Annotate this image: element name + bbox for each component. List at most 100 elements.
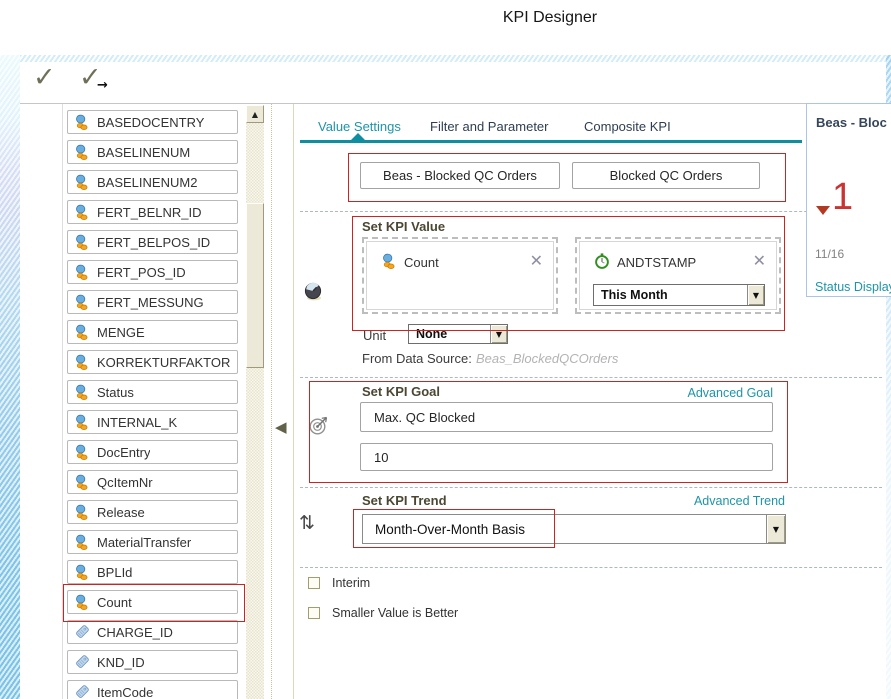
field-item-baselinenum[interactable]: BASELINENUM: [67, 140, 238, 164]
field-item-label: FERT_MESSUNG: [97, 294, 204, 310]
checkbox-interim[interactable]: [308, 577, 320, 589]
tag-icon: [74, 624, 90, 640]
field-item-label: INTERNAL_K: [97, 414, 178, 430]
option-row-interim: Interim: [308, 576, 370, 590]
field-item-materialtransfer[interactable]: MaterialTransfer: [67, 530, 238, 554]
measure-icon: [381, 253, 397, 272]
trend-basis-value: Month-Over-Month Basis: [375, 521, 526, 537]
measure-icon: [74, 204, 90, 220]
time-drop-zone-inner: ANDTSTAMP ✕ This Month ▼: [579, 241, 777, 310]
dropdown-arrow-icon[interactable]: ▼: [490, 325, 507, 343]
tag-icon: [74, 684, 90, 699]
measure-icon: [74, 594, 90, 610]
time-range-select[interactable]: This Month ▼: [593, 284, 765, 306]
field-item-label: BASELINENUM2: [97, 174, 198, 190]
collapse-left-icon[interactable]: ◀: [275, 418, 287, 436]
separator-dashed: [300, 487, 882, 488]
measure-icon: [74, 114, 90, 130]
tab-value-settings[interactable]: Value Settings: [318, 119, 401, 134]
goal-section-title: Set KPI Goal: [362, 384, 441, 399]
field-item-docentry[interactable]: DocEntry: [67, 440, 238, 464]
unit-label: Unit: [363, 328, 387, 343]
measure-icon: [74, 414, 90, 430]
measure-icon: [74, 444, 90, 460]
field-item-knd_id[interactable]: KND_ID: [67, 650, 238, 674]
splitter-dotted-line: [271, 104, 272, 699]
measure-drop-zone[interactable]: Count ✕: [362, 237, 558, 314]
scroll-up-icon[interactable]: ▲: [246, 105, 264, 123]
measure-icon: [74, 144, 90, 160]
field-item-bplid[interactable]: BPLId: [67, 560, 238, 584]
field-item-label: MaterialTransfer: [97, 534, 192, 550]
field-item-fert_belnr_id[interactable]: FERT_BELNR_ID: [67, 200, 238, 224]
scrollbar-thumb[interactable]: [246, 203, 264, 368]
field-item-charge_id[interactable]: CHARGE_ID: [67, 620, 238, 644]
trend-basis-select[interactable]: Month-Over-Month Basis ▼: [362, 514, 786, 544]
preview-value: 1: [832, 176, 854, 218]
field-item-basedocentry[interactable]: BASEDOCENTRY: [67, 110, 238, 134]
field-item-label: BASELINENUM: [97, 144, 191, 160]
trend-section-title: Set KPI Trend: [362, 493, 447, 508]
datasource-label: From Data Source:: [362, 351, 472, 366]
goal-value-input[interactable]: 10: [360, 443, 773, 471]
advanced-trend-link[interactable]: Advanced Trend: [693, 494, 785, 508]
measure-icon: [74, 264, 90, 280]
field-item-internal_k[interactable]: INTERNAL_K: [67, 410, 238, 434]
window-frame-left: [0, 55, 20, 699]
measure-icon: [74, 324, 90, 340]
kpi-short-name-input[interactable]: Blocked QC Orders: [572, 162, 760, 189]
tag-icon: [74, 654, 90, 670]
trend-down-icon: [816, 206, 830, 215]
trend-icon: ⇅: [299, 512, 315, 534]
tab-filter-and-parameter[interactable]: Filter and Parameter: [430, 119, 549, 134]
confirm-icon[interactable]: ✓: [33, 62, 56, 93]
advanced-goal-link[interactable]: Advanced Goal: [687, 386, 773, 400]
goal-name-input[interactable]: Max. QC Blocked: [360, 402, 773, 432]
field-item-status[interactable]: Status: [67, 380, 238, 404]
field-item-itemcode[interactable]: ItemCode: [67, 680, 238, 699]
field-item-fert_belpos_id[interactable]: FERT_BELPOS_ID: [67, 230, 238, 254]
datasource-value: Beas_BlockedQCOrders: [476, 351, 619, 366]
field-item-korrekturfaktor[interactable]: KORREKTURFAKTOR: [67, 350, 238, 374]
time-drop-zone[interactable]: ANDTSTAMP ✕ This Month ▼: [575, 237, 781, 314]
option-row-smaller-value-is-better: Smaller Value is Better: [308, 606, 458, 620]
time-field-name: ANDTSTAMP: [617, 255, 697, 270]
field-item-count[interactable]: Count: [67, 590, 238, 614]
window-frame-top: [0, 55, 891, 62]
field-item-qcitemnr[interactable]: QcItemNr: [67, 470, 238, 494]
remove-time-field-icon[interactable]: ✕: [752, 251, 766, 270]
field-item-fert_messung[interactable]: FERT_MESSUNG: [67, 290, 238, 314]
measure-name: Count: [404, 255, 439, 270]
field-item-baselinenum2[interactable]: BASELINENUM2: [67, 170, 238, 194]
measure-drop-zone-inner: Count ✕: [366, 241, 554, 310]
separator-dashed: [300, 211, 882, 212]
page-title: KPI Designer: [502, 9, 598, 26]
window-frame-right: [886, 55, 891, 699]
confirm-and-continue-icon[interactable]: ✓→: [79, 62, 108, 93]
field-item-label: ItemCode: [97, 684, 154, 699]
dropdown-arrow-icon[interactable]: ▼: [747, 285, 764, 305]
field-item-menge[interactable]: MENGE: [67, 320, 238, 344]
time-range-value: This Month: [601, 288, 668, 302]
field-item-fert_pos_id[interactable]: FERT_POS_ID: [67, 260, 238, 284]
dropdown-arrow-icon[interactable]: ▼: [766, 515, 785, 543]
remove-measure-icon[interactable]: ✕: [529, 251, 543, 270]
field-list-border: [62, 104, 63, 699]
tab-composite-kpi[interactable]: Composite KPI: [584, 119, 671, 134]
separator-dashed: [300, 377, 882, 378]
kpi-display-name-input[interactable]: Beas - Blocked QC Orders: [360, 162, 560, 189]
preview-page-indicator: 11/16: [815, 247, 845, 261]
unit-value: None: [416, 327, 448, 341]
measure-icon: [74, 174, 90, 190]
field-item-label: DocEntry: [97, 444, 151, 460]
checkbox-label: Smaller Value is Better: [332, 606, 459, 620]
gauge-icon: [304, 282, 323, 306]
status-display-link[interactable]: Status Display: [815, 280, 891, 294]
checkbox-smaller-value-is-better[interactable]: [308, 607, 320, 619]
unit-select[interactable]: None ▼: [408, 324, 508, 344]
field-item-release[interactable]: Release: [67, 500, 238, 524]
preview-title: Beas - Bloc: [816, 115, 887, 130]
field-item-label: KORREKTURFAKTOR: [97, 354, 231, 370]
toolbar-divider: [20, 103, 891, 104]
